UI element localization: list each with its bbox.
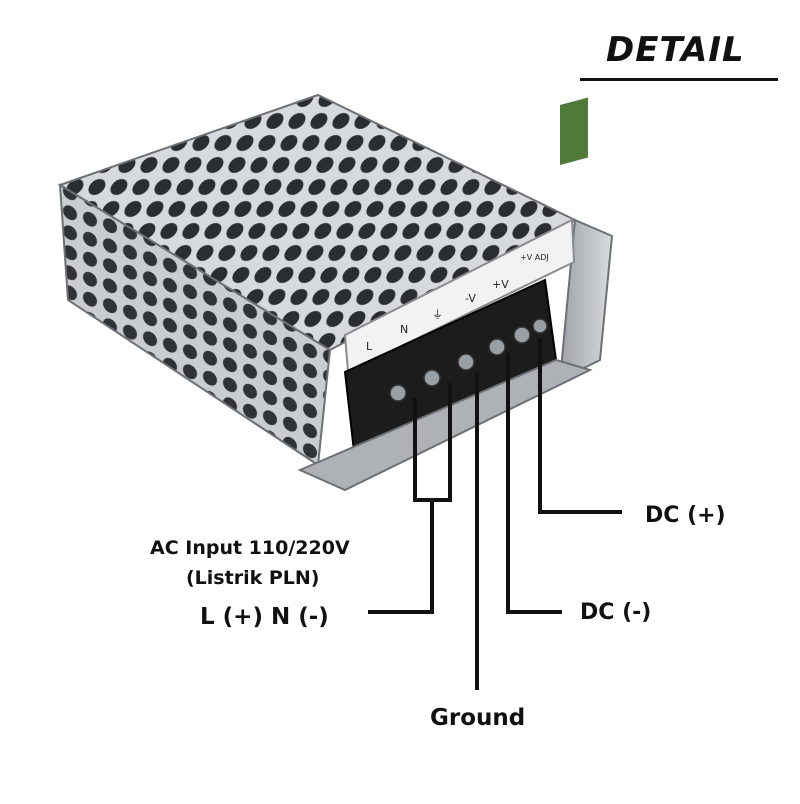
terminal-label-adj: +V ADJ [520,253,549,262]
terminal-label-ground: ⏚ [432,308,443,321]
terminal-label-n: N [400,323,408,336]
ac-source-label: (Listrik PLN) [186,567,320,589]
terminal-label-plus-v: +V [492,278,509,291]
lead-dc-plus [538,338,622,514]
dc-plus-label: DC (+) [645,503,726,528]
lead-lines [368,338,622,690]
line-neutral-label: L (+) N (-) [200,604,329,630]
chassis-base [297,358,593,492]
lead-dc-minus [506,353,562,614]
terminal-screws [389,318,548,402]
lead-ln [368,383,452,614]
title-underline [580,78,778,81]
terminal-label-ac: (AC) [370,359,387,368]
dc-minus-label: DC (-) [580,600,652,625]
page-title: DETAIL [606,30,745,70]
ground-label: Ground [430,705,526,731]
pcb [560,97,588,165]
terminal-label-minus-v: -V [465,292,476,305]
terminal-label-l: L [366,340,373,353]
power-supply-unit: L N (AC) ⏚ -V +V +V ADJ [57,93,614,492]
ac-input-label: AC Input 110/220V [150,537,350,559]
terminal-label-strip [343,218,576,374]
terminal-labels: L N (AC) ⏚ -V +V +V ADJ [366,253,549,368]
